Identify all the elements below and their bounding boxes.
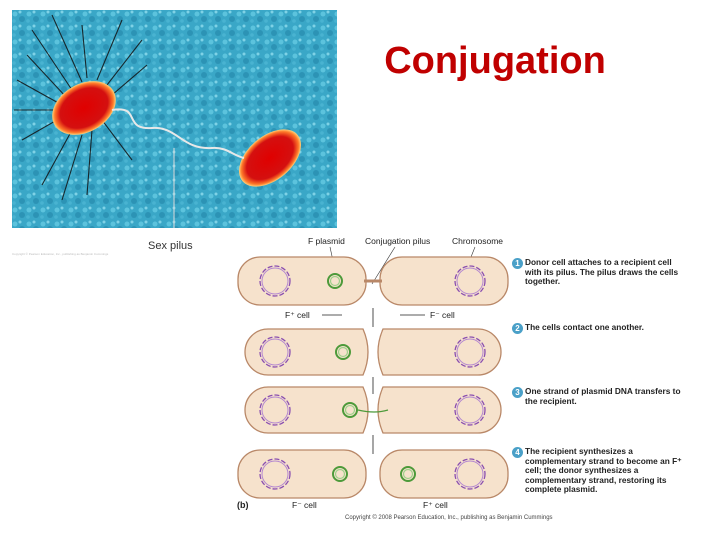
row-1 bbox=[237, 256, 509, 306]
step-2-badge: 2 bbox=[512, 323, 523, 334]
conjugation-diagram: F plasmid Conjugation pilus Chromosome F… bbox=[230, 232, 510, 522]
bottom-right-cell-label: F⁺ cell bbox=[423, 500, 448, 510]
recipient-cell-label: F⁻ cell bbox=[430, 310, 455, 320]
photo-credit: Copyright © Pearson Education, Inc., pub… bbox=[12, 252, 109, 256]
panel-label: (b) bbox=[237, 500, 249, 510]
copyright-text: Copyright © 2008 Pearson Education, Inc.… bbox=[345, 515, 553, 521]
row-2 bbox=[244, 328, 502, 376]
step-1-badge: 1 bbox=[512, 258, 523, 269]
chromosome-label: Chromosome bbox=[452, 236, 503, 246]
step-2-text: The cells contact one another. bbox=[525, 322, 644, 332]
row-3 bbox=[244, 386, 502, 434]
step-4-badge: 4 bbox=[512, 447, 523, 458]
f-plasmid-label: F plasmid bbox=[308, 236, 345, 246]
step-3-badge: 3 bbox=[512, 387, 523, 398]
micrograph-image bbox=[12, 10, 337, 233]
row-4 bbox=[237, 449, 509, 499]
step-3-text: One strand of plasmid DNA transfers to t… bbox=[525, 386, 681, 406]
step-4-text: The recipient synthesizes a complementar… bbox=[525, 446, 682, 495]
conjugation-pilus-label: Conjugation pilus bbox=[365, 236, 430, 246]
bottom-left-cell-label: F⁻ cell bbox=[292, 500, 317, 510]
step-1-text: Donor cell attaches to a recipient cell … bbox=[525, 257, 679, 287]
donor-cell-label: F⁺ cell bbox=[285, 310, 310, 320]
sex-pilus-label: Sex pilus bbox=[148, 240, 193, 252]
slide-title: Conjugation bbox=[384, 40, 606, 82]
